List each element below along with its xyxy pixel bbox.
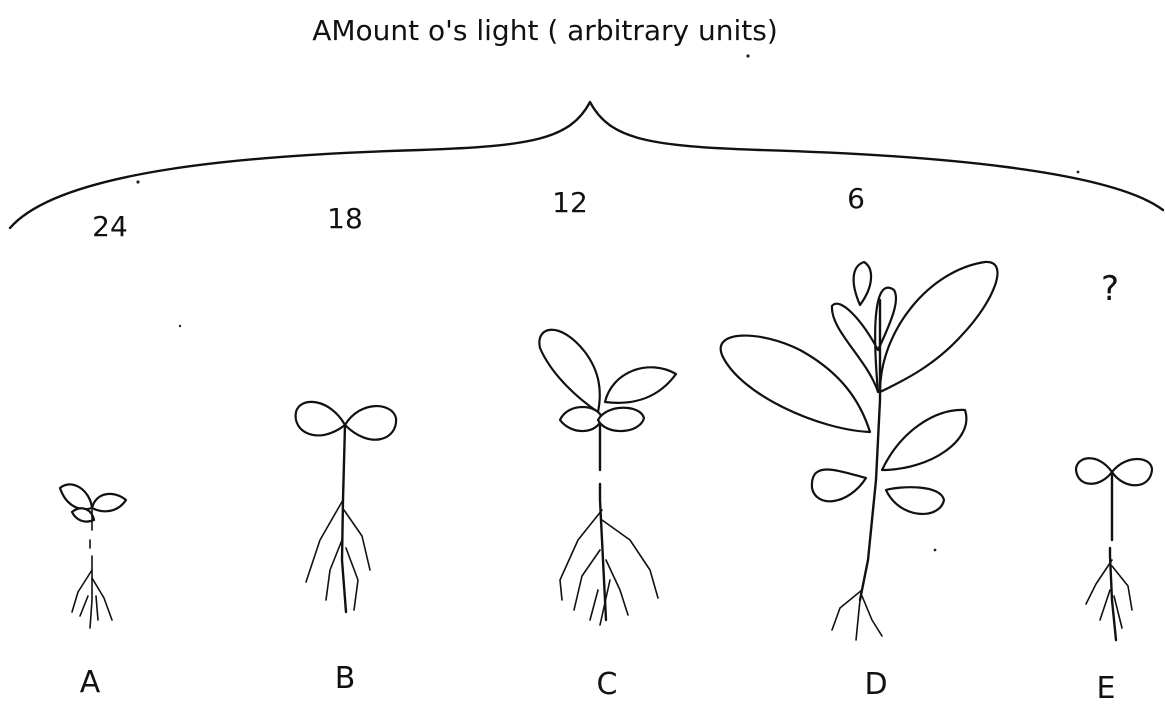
amount-label-e: ? bbox=[1101, 269, 1119, 309]
plant-label-c: C bbox=[597, 667, 618, 702]
scan-speck bbox=[179, 325, 181, 327]
plant-c bbox=[539, 330, 676, 625]
amount-label-d: 6 bbox=[847, 182, 865, 215]
plant-label-e: E bbox=[1097, 671, 1116, 704]
scan-speck bbox=[934, 549, 937, 552]
scan-speck bbox=[746, 54, 749, 57]
amount-label-c: 12 bbox=[552, 186, 588, 219]
diagram-title: AMount o's light ( arbitrary units) bbox=[312, 14, 778, 47]
plant-e bbox=[1076, 458, 1152, 640]
plant-a bbox=[60, 484, 126, 628]
plant-label-d: D bbox=[864, 667, 887, 702]
plant-b bbox=[296, 402, 397, 612]
plant-label-b: B bbox=[335, 661, 356, 696]
amount-label-b: 18 bbox=[327, 202, 363, 235]
plant-label-a: A bbox=[80, 665, 101, 700]
scan-speck bbox=[1077, 171, 1080, 174]
amount-label-a: 24 bbox=[92, 210, 128, 243]
plant-d bbox=[721, 262, 998, 640]
scan-speck bbox=[136, 180, 139, 183]
